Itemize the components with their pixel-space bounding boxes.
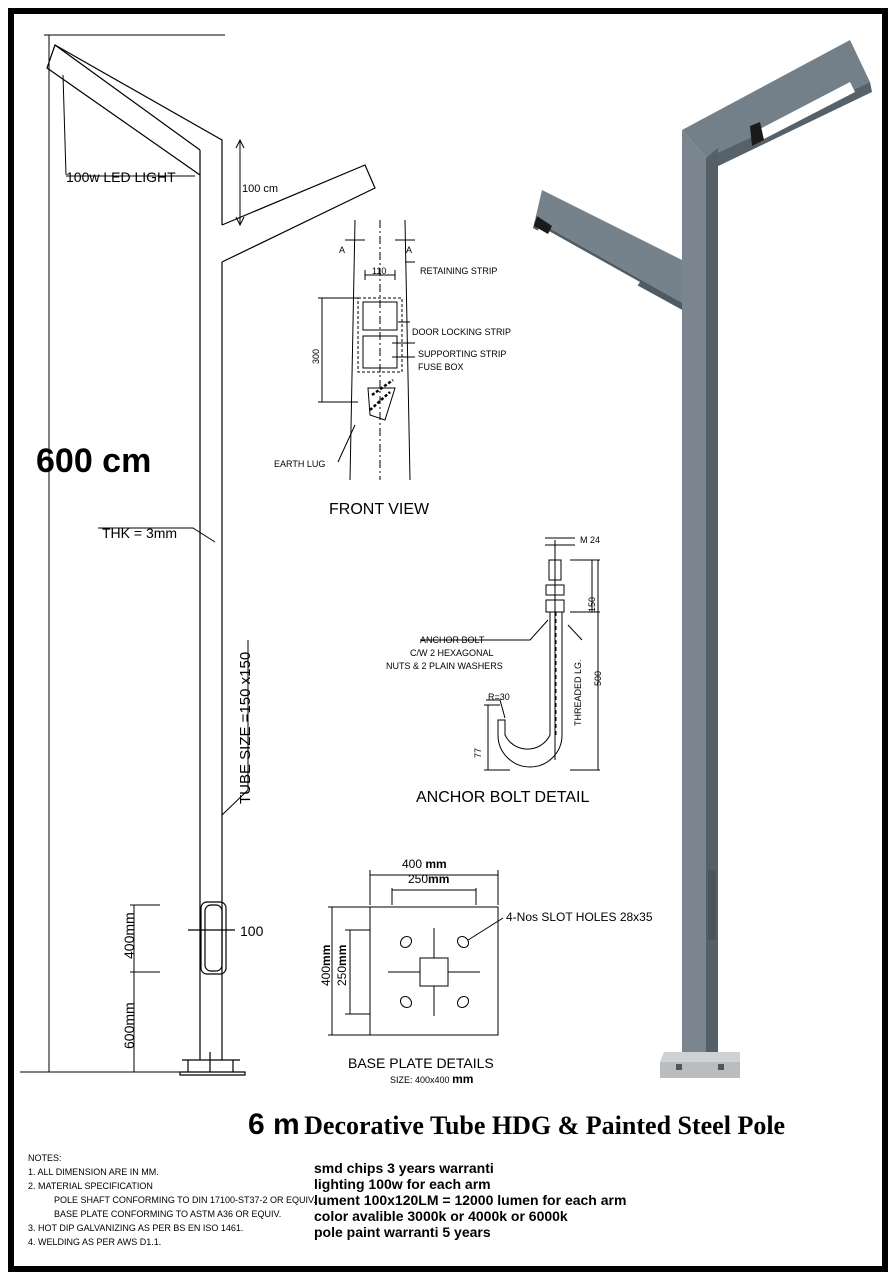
front-view-height: 300 — [311, 348, 321, 364]
retaining-strip-label: RETAINING STRIP — [420, 266, 498, 276]
slot-hole — [456, 995, 470, 1009]
pole-door — [204, 904, 223, 972]
pole-shaft — [682, 130, 706, 1062]
pole-line-drawing — [20, 34, 872, 1078]
note-line: 1. ALL DIMENSION ARE IN MM. — [28, 1167, 159, 1177]
thickness-label: THK = 3mm — [102, 525, 178, 541]
front-view-drawing — [318, 219, 415, 481]
door-base-label: 600mm — [121, 1002, 137, 1049]
base-plate-title: BASE PLATE DETAILS — [348, 1055, 494, 1071]
pole-height-label: 600 cm — [36, 442, 152, 480]
pole-base-plate — [660, 1062, 740, 1078]
slot-hole — [399, 935, 413, 949]
anchor-bolt-washers-label: NUTS & 2 PLAIN WASHERS — [386, 661, 503, 671]
lower-arm-outline — [221, 164, 376, 263]
front-view-title: FRONT VIEW — [329, 501, 430, 518]
spec-line: color avalible 3000k or 4000k or 6000k — [314, 1208, 568, 1224]
thread-length-label: 150 — [587, 596, 597, 612]
plate-inner-width: 250mm — [408, 872, 450, 886]
section-a-right: A — [406, 245, 413, 255]
upper-arm — [682, 40, 870, 158]
anchor-bolt-drawing — [420, 537, 600, 771]
pole-render — [533, 40, 872, 1078]
slot-hole — [399, 995, 413, 1009]
section-a-left: A — [339, 245, 346, 255]
note-line: 3. HOT DIP GALVANIZING AS PER BS EN ISO … — [28, 1223, 244, 1233]
slot-hole — [456, 935, 470, 949]
threaded-label: THREADED LG. — [573, 659, 583, 726]
led-light-label: 100w LED LIGHT — [66, 169, 176, 185]
tube-size-label: TUBE SIZE =150 x150 — [237, 651, 254, 804]
note-line: BASE PLATE CONFORMING TO ASTM A36 OR EQU… — [54, 1209, 282, 1219]
height-dimension-line — [20, 34, 225, 1073]
plate-outer-width: 400 mm — [402, 857, 447, 871]
heading-size: 6 m — [248, 1108, 300, 1141]
heading-text: Decorative Tube HDG & Painted Steel Pole — [304, 1111, 786, 1140]
supporting-strip-label: SUPPORTING STRIP — [418, 349, 507, 359]
thread-size-label: M 24 — [580, 535, 601, 545]
spec-line: pole paint warranti 5 years — [314, 1224, 491, 1240]
spec-line: lighting 100w for each arm — [314, 1176, 491, 1192]
anchor-bolt-nuts-label: C/W 2 HEXAGONAL — [410, 648, 494, 658]
earth-lug-label: EARTH LUG — [274, 459, 326, 469]
plate-size-label: SIZE: 400x400 mm — [390, 1072, 474, 1086]
pole-base — [179, 1052, 246, 1076]
note-line: POLE SHAFT CONFORMING TO DIN 17100-ST37-… — [54, 1195, 316, 1205]
slot-holes-label: 4-Nos SLOT HOLES 28x35 — [506, 910, 653, 924]
notes-title: NOTES: — [28, 1153, 62, 1163]
anchor-bolt-label: ANCHOR BOLT — [420, 635, 485, 645]
door-height-label: 400mm — [121, 912, 137, 959]
upper-arm-outline — [54, 44, 223, 225]
front-view-width: 110 — [372, 266, 387, 276]
plate-outer-height: 400mm — [319, 944, 333, 986]
bend-radius-label: R=30 — [488, 692, 510, 702]
base-plate-drawing — [328, 870, 504, 1036]
drawing-sheet: 600 cm 100w LED LIGHT 100 cm THK = 3mm T… — [8, 8, 888, 1272]
note-line: 2. MATERIAL SPECIFICATION — [28, 1181, 153, 1191]
spec-line: lument 100x120LM = 12000 lumen for each … — [314, 1192, 627, 1208]
spec-line: smd chips 3 years warranti — [314, 1160, 494, 1176]
door-locking-strip-label: DOOR LOCKING STRIP — [412, 327, 512, 337]
arm-offset-label: 100 cm — [242, 183, 279, 195]
door-width-label: 100 — [240, 923, 264, 939]
anchor-bolt-title: ANCHOR BOLT DETAIL — [416, 789, 590, 806]
hook-length-label: 77 — [473, 747, 483, 758]
lower-arm — [535, 190, 686, 305]
note-line: 4. WELDING AS PER AWS D1.1. — [28, 1237, 162, 1247]
plate-inner-height: 250mm — [335, 944, 349, 986]
bolt-length-label: 500 — [593, 670, 603, 686]
fuse-box-label: FUSE BOX — [418, 362, 464, 372]
page-heading: 6 m Decorative Tube HDG & Painted Steel … — [248, 1110, 785, 1140]
